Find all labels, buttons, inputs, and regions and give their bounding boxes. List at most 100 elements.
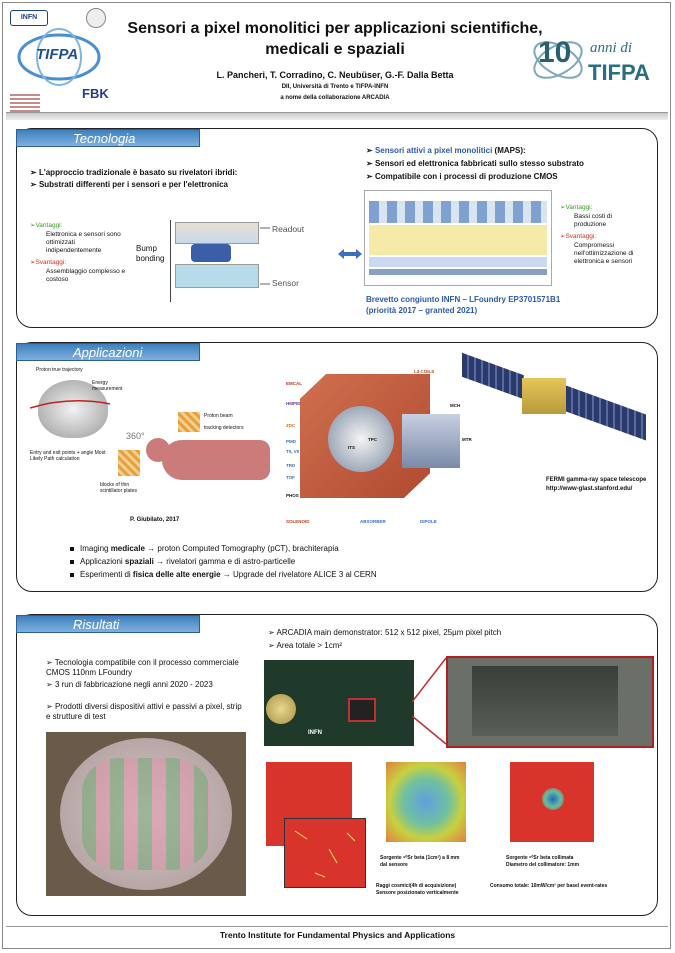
- app-bullet-2-pre: Applicazioni: [80, 557, 125, 566]
- app-bullet-1-pre: Imaging: [80, 544, 111, 553]
- tifpa-logo-text: TIFPA: [36, 46, 79, 63]
- cap-coll-1: Sorgente ⁹⁰Sr beta collimata: [506, 855, 574, 861]
- ris-left-bullet-3: Prodotti diversi dispositivi attivi e pa…: [46, 702, 246, 722]
- pct-angle-label: 360°: [126, 431, 145, 441]
- tifpa-logo: TIFPA: [14, 26, 104, 88]
- patient-body: [162, 440, 270, 480]
- ris-right-bullet-1: ARCADIA main demonstrator: 512 x 512 pix…: [268, 628, 648, 638]
- satellite-body: [522, 378, 566, 414]
- hybrid-arrows: [260, 227, 270, 285]
- app-bullet-3-post: → Upgrade del rivelatore ALICE 3 al CERN: [220, 570, 377, 579]
- tec-svantaggi-label-text: Svantaggi:: [35, 259, 67, 266]
- header-divider: [6, 112, 668, 120]
- patent-line-1: Brevetto congiunto INFN – LFoundry EP370…: [366, 295, 561, 304]
- cap-sr-2: dal sensore: [380, 862, 408, 868]
- tec-right-bullet-2: Compatibile con i processi di produzione…: [366, 172, 656, 182]
- ten-years-graphic: [533, 41, 583, 79]
- cosmic-ray-zoom: [284, 818, 366, 888]
- maps-backside: [369, 269, 547, 275]
- tec-vantaggi-label-text: Vantaggi:: [35, 222, 63, 229]
- alice-muon-arm: [402, 414, 460, 468]
- fermi-caption: FERMI gamma-ray space telescope: [546, 477, 647, 483]
- alice-label-l3coils: L3 COILS: [414, 369, 435, 374]
- tec-right-bullet-1: Sensori ed elettronica fabbricati sullo …: [366, 159, 656, 169]
- collaboration: a nome della collaborazione ARCADIA: [280, 95, 390, 101]
- cap-power: Consumo totale: 10mW/cm² per basel event…: [490, 883, 608, 889]
- solar-panel-right: [566, 385, 646, 441]
- footer: Trento Institute for Fundamental Physics…: [219, 930, 456, 940]
- maps-suffix: (MAPS):: [492, 146, 526, 155]
- sr-beta-hitmap: [386, 762, 466, 842]
- app-bullet-1-bold: medicale: [110, 544, 145, 553]
- ten-number: 10: [538, 36, 572, 69]
- alice-label-pmd: PMD: [286, 439, 296, 444]
- pixel-sensor: [175, 264, 259, 288]
- cap-cosmic-2: Sensore posizionato verticalmente: [376, 890, 459, 896]
- patent-line-2: (priorità 2017 – granted 2021): [366, 306, 478, 315]
- tec-svantaggi-label: ➢Svantaggi:: [30, 259, 67, 266]
- collimated-spot: [542, 788, 564, 810]
- tec-r-vantaggi-label-text: Vantaggi:: [565, 204, 593, 211]
- pct-head-diagram: [30, 370, 120, 448]
- tifpa-brand-text: TIFPA: [588, 60, 650, 85]
- sensor-chip-photo: [446, 656, 654, 748]
- tec-left-bullet-1: L'approccio tradizionale è basato su riv…: [30, 168, 330, 178]
- app-bullet-2: Applicazioni spaziali → rivelatori gamma…: [70, 557, 295, 567]
- chip-matrix: [472, 666, 618, 736]
- maps-substrate-layer: [369, 257, 547, 267]
- alice-label-dipole: DIPOLE: [420, 519, 437, 524]
- bullet-dot: [70, 546, 74, 551]
- infn-logo-text: INFN: [20, 14, 38, 21]
- alice-detector-illustration: [282, 364, 460, 514]
- tec-vantaggi-label: ➢Vantaggi:: [30, 222, 63, 229]
- pct-blocks-label: blocks of thin scintillator plates: [100, 482, 137, 494]
- alice-label-trd: TRD: [286, 463, 296, 468]
- alice-label-emcal: EMCAL: [286, 381, 302, 386]
- pct-tracking-label: tracking detectors: [204, 425, 244, 431]
- applicazioni-title: Applicazioni: [16, 343, 200, 361]
- pct-trajectory-label: Proton true trajectory: [36, 367, 83, 373]
- coin: [266, 694, 296, 724]
- scintillator-blocks: [118, 450, 140, 476]
- tifpa-logo-graphic: [17, 28, 101, 86]
- ris-right-bullet-2: Area totale > 1cm²: [268, 641, 648, 651]
- pct-energy-label: Energy measurement: [92, 380, 123, 392]
- alice-label-absorber: ABSORBER: [360, 519, 386, 524]
- app-bullet-3-bold: fisica delle alte energie: [132, 570, 221, 579]
- app-bullet-2-post: → rivelatori gamma e di astro-particelle: [153, 557, 296, 566]
- ten-years-tifpa-logo: 10 anni di TIFPA: [528, 26, 668, 96]
- app-bullet-3-pre: Esperimenti di: [80, 570, 133, 579]
- alice-label-solenoid: SOLENOID: [286, 519, 310, 524]
- risultati-title: Risultati: [16, 615, 200, 633]
- app-bullet-2-bold: spaziali: [124, 557, 154, 566]
- cap-sr-1: Sorgente ⁹⁰Sr beta (1cm²) a 8 mm: [380, 855, 460, 861]
- hybrid-readout-label: Readout: [272, 224, 305, 234]
- affiliation: DII, Università di Trento e TIFPA-INFN: [281, 84, 389, 90]
- fbk-logo: FBK: [82, 86, 109, 101]
- tec-svantaggi-text: Assemblaggio complesso e costoso: [46, 268, 126, 283]
- wafer-dies: [82, 758, 210, 870]
- sensor-chip-on-board: [348, 698, 376, 722]
- maps-epi-layer: [369, 225, 547, 255]
- patient-head: [146, 438, 170, 462]
- pct-beam-label: Proton beam: [204, 413, 233, 419]
- pct-entry-label: Entry and exit points + angle Most Likel…: [30, 450, 106, 462]
- alice-label-phos: PHOS: [286, 493, 299, 498]
- ris-left-bullet-1: Tecnologia compatibile con il processo c…: [46, 658, 246, 678]
- title-line-2: medicali e spaziali: [265, 41, 405, 58]
- infn-logo: INFN: [10, 10, 48, 26]
- bullet-dot: [70, 559, 74, 564]
- board-label: INFN: [308, 730, 322, 736]
- tec-vantaggi-text: Elettronica e sensori sono ottimizzati i…: [46, 231, 121, 254]
- app-bullet-1: Imaging medicale → proton Computed Tomog…: [70, 544, 339, 554]
- alice-label-zdc: ZDC: [286, 423, 296, 428]
- trento-university-logo: [10, 94, 40, 112]
- alice-label-t0v0: T0, V0: [286, 449, 300, 454]
- pct-credit: P. Giubilato, 2017: [130, 517, 180, 523]
- tracking-detector-1: [178, 412, 200, 432]
- fermi-satellite-illustration: [462, 352, 652, 460]
- app-bullet-3: Esperimenti di fisica delle alte energie…: [70, 570, 377, 580]
- ris-left-bullet-2: 3 run di fabbricazione negli anni 2020 -…: [46, 680, 246, 690]
- tec-r-vantaggi-text: Bassi costi di produzione: [574, 213, 612, 228]
